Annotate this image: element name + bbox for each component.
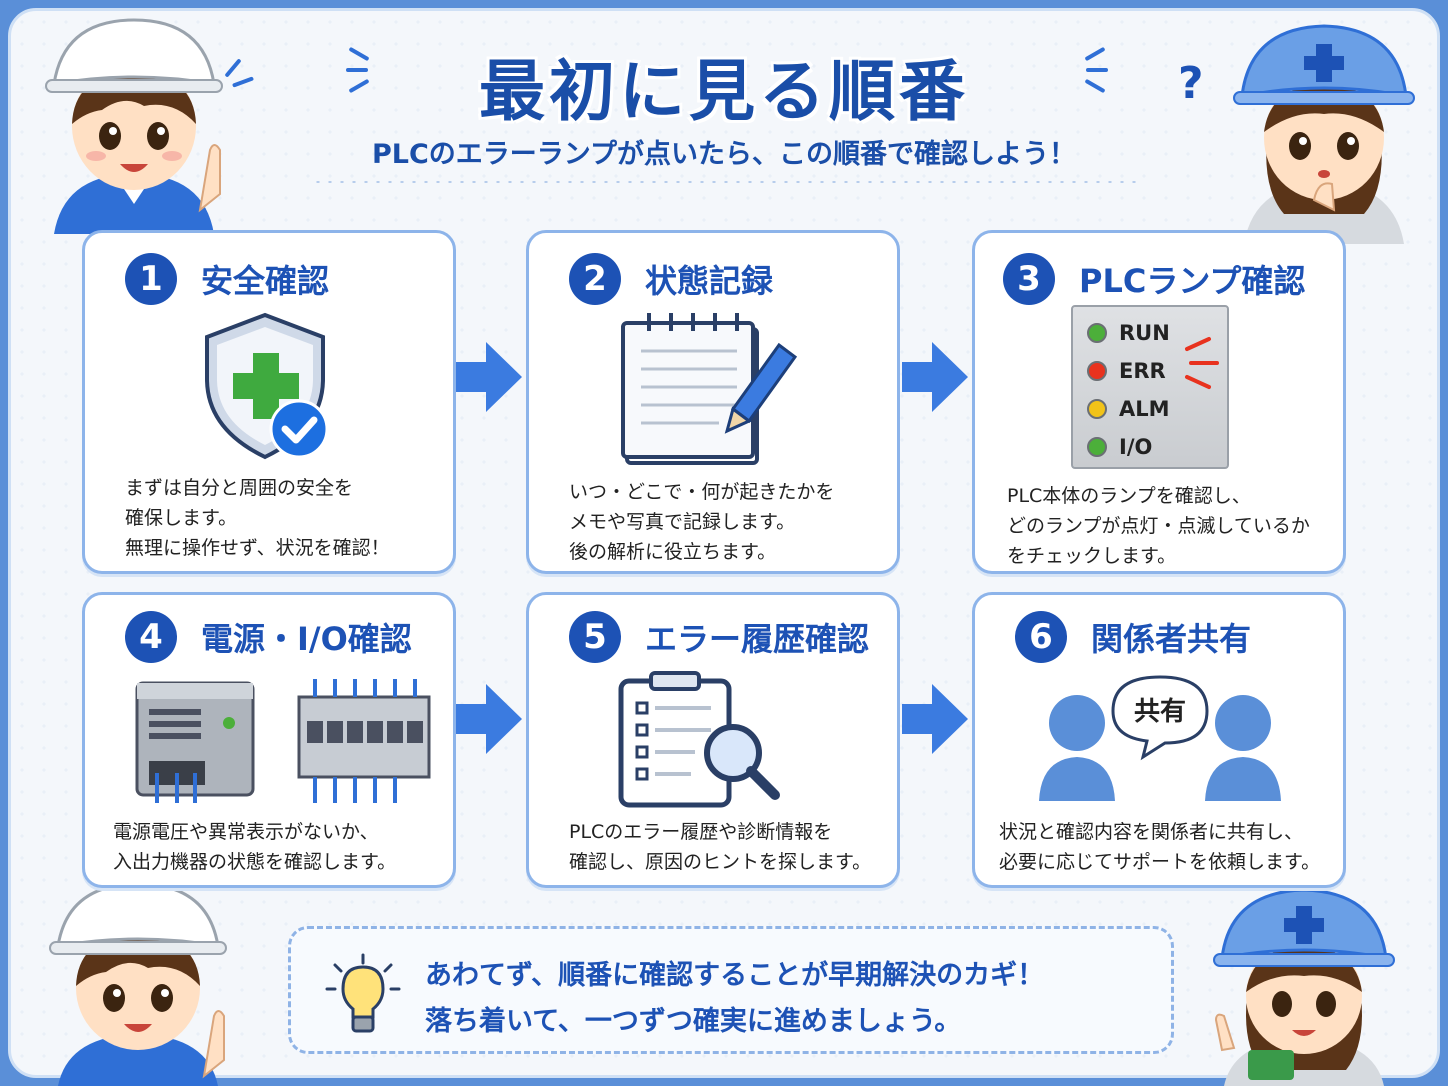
dotted-divider [312,180,1136,184]
step-title: 安全確認 [201,262,330,300]
step-title: 関係者共有 [1091,620,1252,658]
step-number: 5 [569,611,621,663]
step-card-3: 3 PLCランプ確認 RUN ERR ALM I/O PLC本体のランプを確認し… [972,230,1346,574]
tip-box: あわてず、順番に確認することが早期解決のカギ！ 落ち着いて、一つずつ確実に進めま… [288,926,1174,1054]
page-title: 最初に見る順番 [479,53,969,130]
step-description: 電源電圧や異常表示がないか、 入出力機器の状態を確認します。 [113,821,397,873]
step-title: 状態記録 [645,262,774,300]
lamp-label: ALM [1119,397,1170,421]
lamp-indicator [1087,323,1107,343]
lamp-row-io: I/O [1087,435,1152,459]
step-card-5: 5 エラー履歴確認 PLCのエラー履歴や診断情報を 確認し、原因のヒントを探しま… [526,592,900,888]
step-description: PLC本体のランプを確認し、 どのランプが点灯・点滅しているか をチェックします… [1007,485,1310,567]
worker-boy-top-icon [45,18,223,234]
sparkle-icon [218,58,262,104]
lamp-label: I/O [1119,435,1153,459]
worker-girl-top-icon [1233,24,1415,244]
arrow-right-icon [902,342,968,412]
step-card-6: 6 関係者共有 共有 状況と確認内容を関係者に共有し、 必要に応じてサポートを依… [972,592,1346,888]
sparkle-right-icon [1066,46,1110,94]
worker-boy-bottom-icon [49,882,227,1086]
step-title: PLCランプ確認 [1079,262,1306,300]
step-number: 3 [1003,253,1055,305]
question-mark-icon: ? [1178,58,1204,109]
page-subtitle: PLCのエラーランプが点いたら、この順番で確認しよう！ [372,139,1076,170]
step-description: まずは自分と周囲の安全を 確保します。 無理に操作せず、状況を確認！ [125,477,390,559]
tip-line-1: あわてず、順番に確認することが早期解決のカギ！ [425,960,1045,991]
step-title: エラー履歴確認 [645,620,870,658]
step-description: PLCのエラー履歴や診断情報を 確認し、原因のヒントを探します。 [569,821,872,873]
lamp-indicator [1087,437,1107,457]
step-number: 6 [1015,611,1067,663]
step-card-2: 2 状態記録 いつ・どこで・何が起きたかを メモや写真で記録します。 後の解析に… [526,230,900,574]
step-title: 電源・I/O確認 [201,620,412,658]
step-number: 1 [125,253,177,305]
lamp-row-alm: ALM [1087,397,1170,421]
arrow-right-icon [456,684,522,754]
lamp-indicator [1087,361,1107,381]
step-number: 2 [569,253,621,305]
tip-line-2: 落ち着いて、一つずつ確実に進めましょう。 [425,1006,962,1037]
notepad-pencil-icon [621,313,798,465]
worker-girl-bottom-icon [1213,888,1395,1086]
arrow-right-icon [902,684,968,754]
step-description: 状況と確認内容を関係者に共有し、 必要に応じてサポートを依頼します。 [999,821,1321,873]
blink-mark-icon [1185,337,1219,389]
power-supply-terminal-icon [135,679,431,803]
step-card-1: 1 安全確認 まずは自分と周囲の安全を 確保します。 無理に操作せず、状況を確認… [82,230,456,574]
lamp-label: ERR [1119,359,1166,383]
plc-lamp-panel-icon: RUN ERR ALM I/O [1071,305,1229,469]
lamp-label: RUN [1119,321,1170,345]
share-bubble-text: 共有 [1134,697,1186,727]
clipboard-magnifier-icon [618,671,780,808]
people-share-icon: 共有 [1039,675,1281,801]
light-bulb-icon [325,953,401,1033]
sparkle-left-icon [346,46,390,94]
shield-check-icon [205,312,329,460]
step-card-4: 4 電源・I/O確認 電源電圧や異常表示がないか、 入出力機器の状態を確認します… [82,592,456,888]
lamp-indicator [1087,399,1107,419]
step-number: 4 [125,611,177,663]
lamp-row-err: ERR [1087,359,1166,383]
lamp-row-run: RUN [1087,321,1170,345]
arrow-right-icon [456,342,522,412]
step-description: いつ・どこで・何が起きたかを メモや写真で記録します。 後の解析に役立ちます。 [569,481,835,563]
